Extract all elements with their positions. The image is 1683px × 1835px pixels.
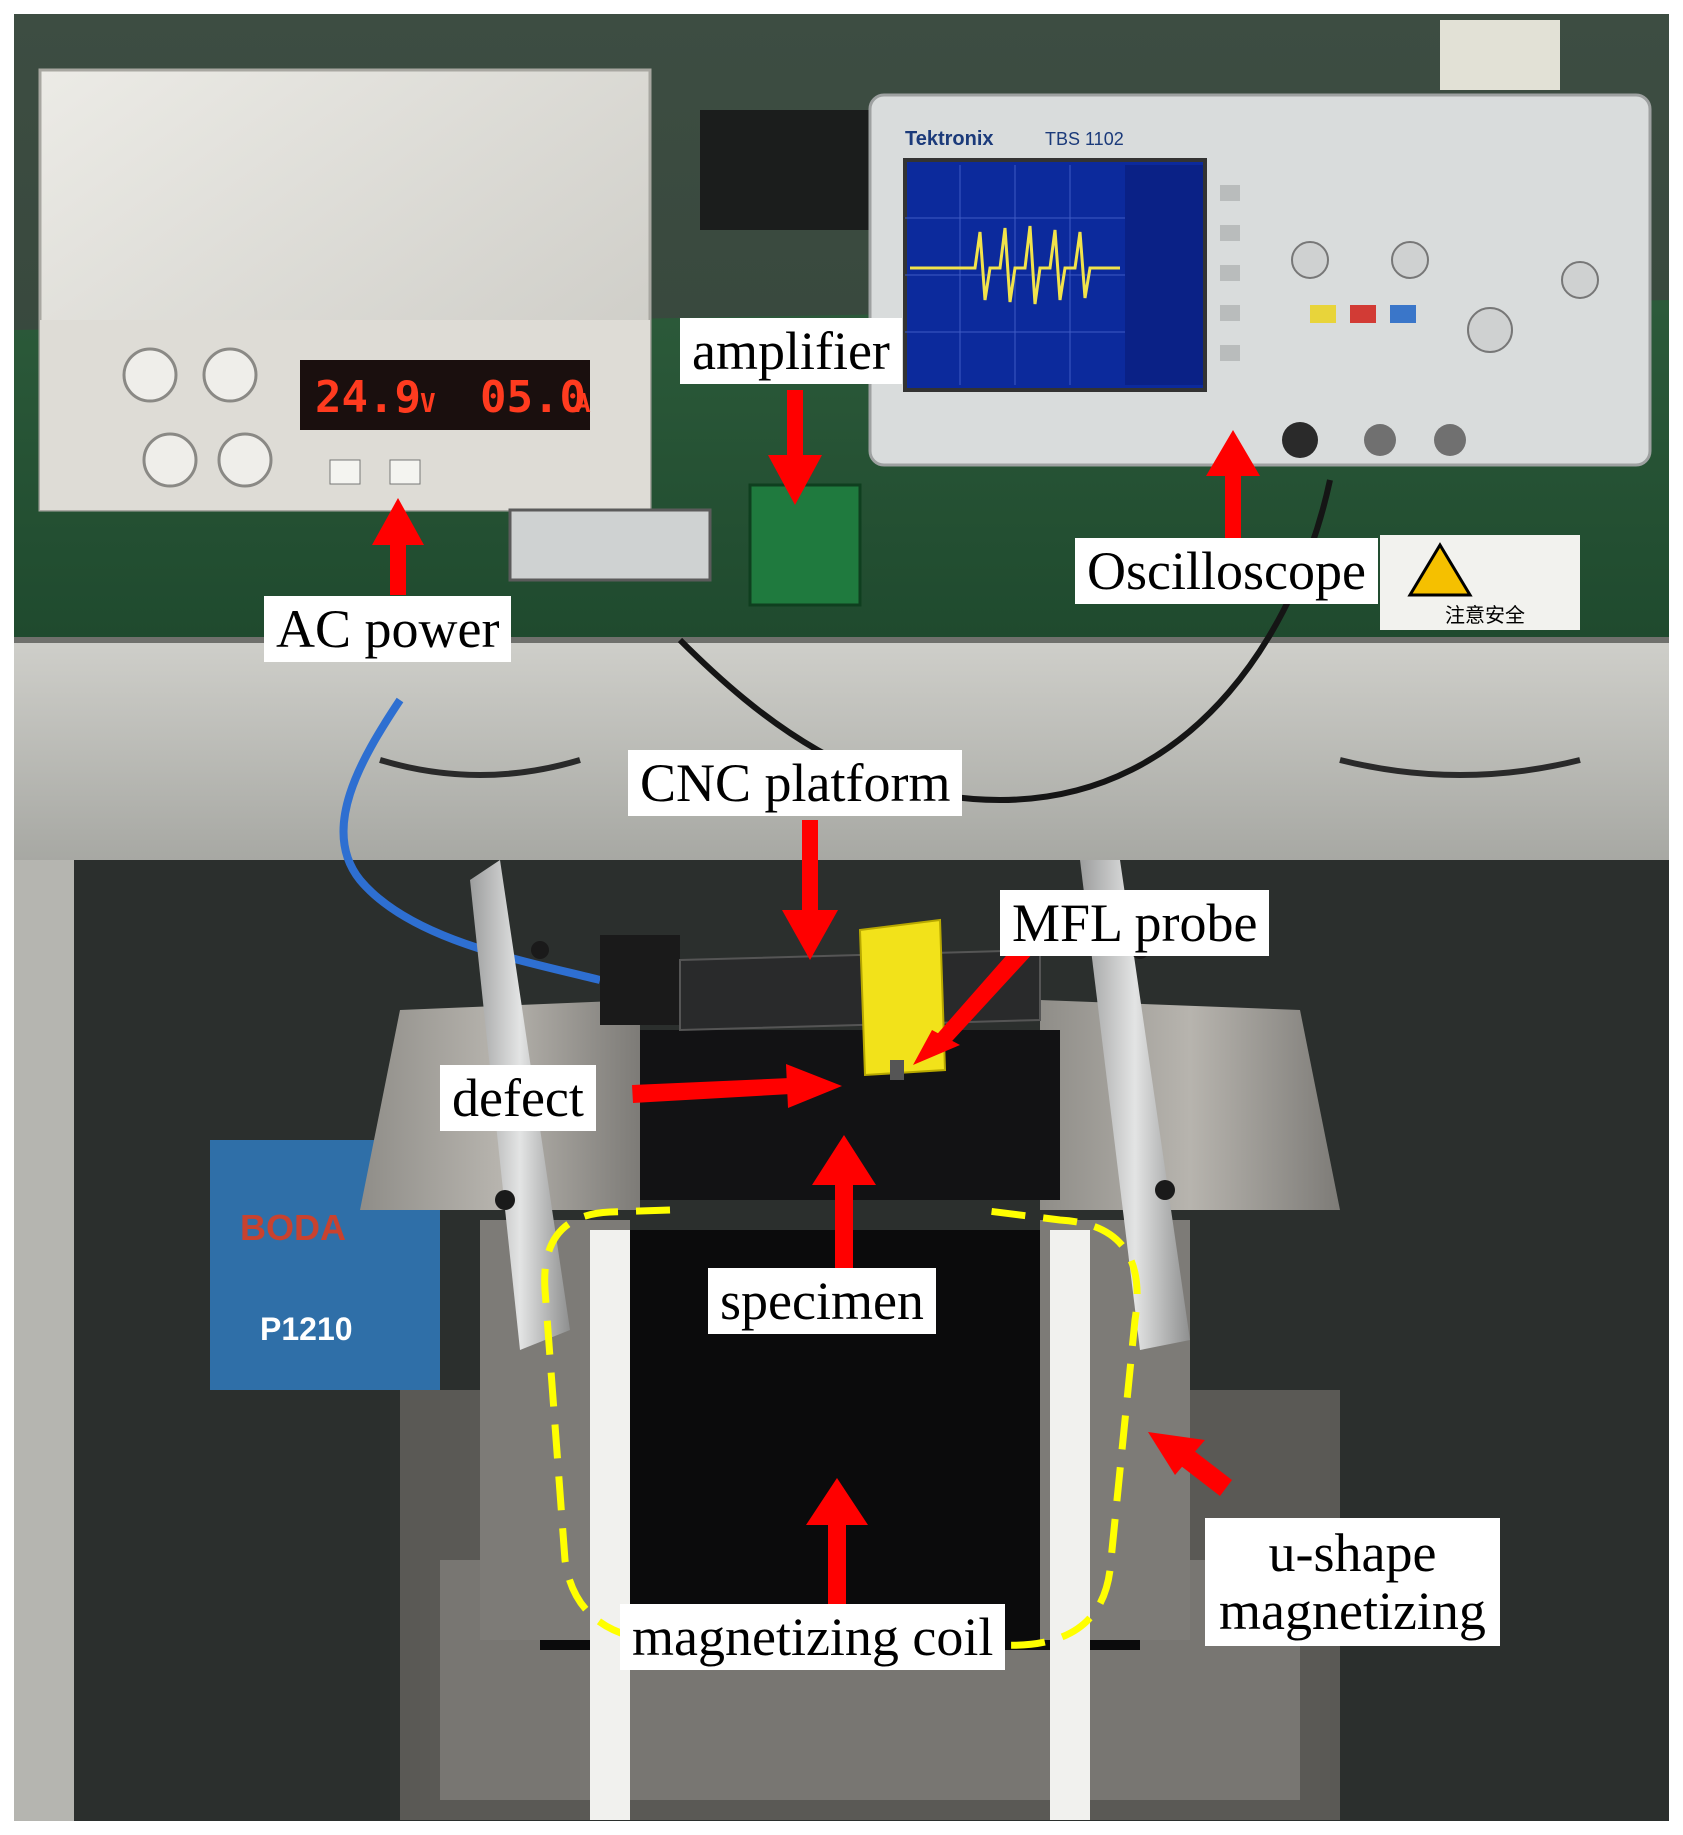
specimen-plate [640,1030,1060,1200]
knob [1561,261,1599,299]
knob [1467,307,1513,353]
label-oscilloscope: Oscilloscope [1075,538,1378,604]
arrow-ac-power [372,498,424,595]
stepper-motor [600,935,680,1025]
cabinet-side [14,860,74,1821]
plastic-plate-right [1050,1230,1090,1820]
knob [142,432,198,488]
current-unit: A [575,389,591,419]
label-cnc-platform: CNC platform [628,750,963,816]
background-equipment [700,110,870,230]
arrow-u-shape [1148,1432,1232,1496]
amplifier-board [748,483,862,607]
voltage-readout: 24.9 [315,372,421,423]
label-amplifier: amplifier [680,318,902,384]
knob [202,347,258,403]
drawer-handle [379,757,581,778]
probe-cable [677,479,1333,804]
arrow-mfl [913,940,1034,1065]
arrow-defect [632,1064,842,1108]
steel-block-right [1040,1000,1340,1210]
box-brand-text: BODA [240,1207,346,1248]
math-button [1350,305,1376,323]
warning-triangle-icon [1407,542,1473,597]
label-u-shape-line2: magnetizing [1219,1581,1486,1641]
label-u-shape-line1: u-shape [1268,1523,1437,1583]
voltage-unit: V [420,389,436,419]
label-magnetizing-coil: magnetizing coil [620,1604,1006,1670]
label-ac-power: AC power [264,596,512,662]
box-model-text: P1210 [260,1311,353,1347]
current-readout: 05.0 [480,372,586,423]
annotation-arrows [372,390,1260,1620]
blue-cable [339,697,601,984]
arrow-cnc [782,820,838,960]
mfl-probe-tip [890,1060,904,1080]
scope-menu [1125,165,1203,385]
svg-text:TBS 1102: TBS 1102 [1045,129,1124,149]
label-specimen: specimen [708,1268,936,1334]
plastic-plate-left [590,1230,630,1820]
knob [122,347,178,403]
power-supply-display [300,360,590,430]
terminal-strip [508,508,712,582]
bnc-connector [1282,422,1318,458]
arrow-coil [806,1478,868,1620]
bnc-connector [1364,424,1396,456]
knob [217,432,273,488]
warning-text: 注意安全 [1445,604,1525,627]
knob [1291,241,1329,279]
label-u-shape-magnetizing: u-shape magnetizing [1205,1518,1500,1646]
drawer-handle [1339,757,1581,778]
scope-trace [910,225,1120,305]
bnc-connector [1434,424,1466,456]
ch2-button [1390,305,1416,323]
background-box [1440,20,1560,90]
arrow-specimen [812,1135,876,1280]
switch [329,459,361,485]
svg-text:Tektronix: Tektronix [905,128,994,150]
ch1-button [1310,305,1336,323]
label-defect: defect [440,1065,596,1131]
scope-buttons [1220,185,1240,361]
rail-right [1080,860,1190,1350]
u-shape-outline [541,1206,1141,1649]
probe-holder [858,918,947,1077]
label-mfl-probe: MFL probe [1000,890,1270,956]
knob [1391,241,1429,279]
switch [389,459,421,485]
arrow-amplifier [768,390,822,505]
warning-sign [1380,535,1580,630]
